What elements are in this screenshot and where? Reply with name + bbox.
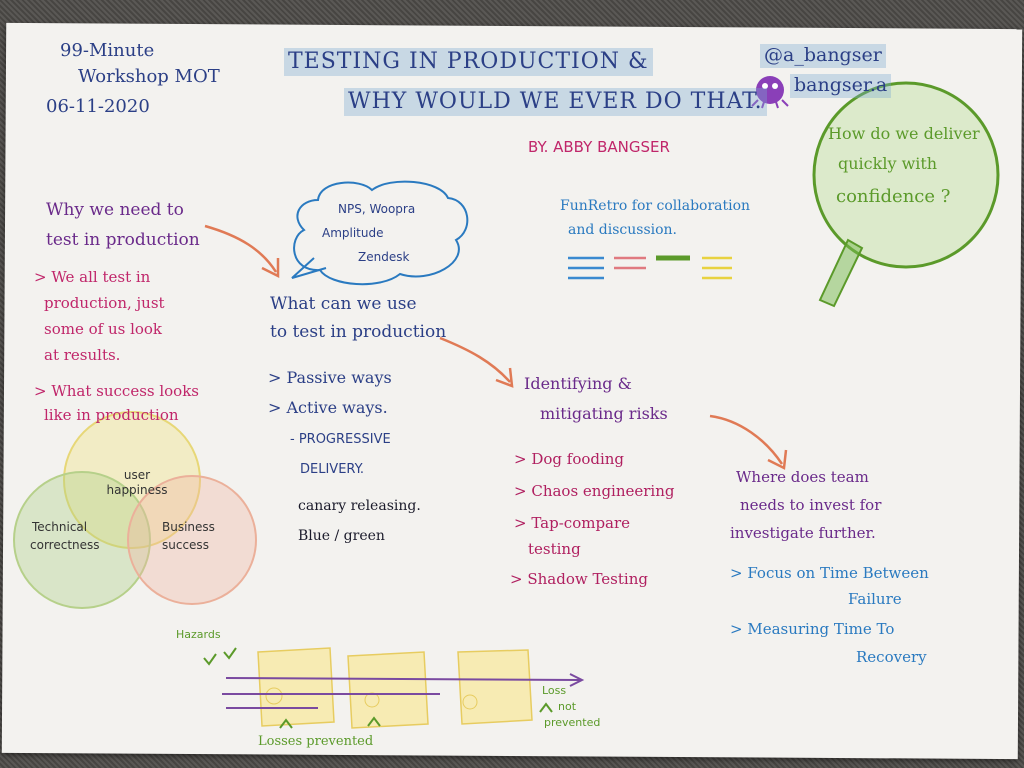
risks-heading-line1: Identifying & <box>524 374 632 394</box>
team-item2-line2: Recovery <box>856 648 927 667</box>
workshop-line1: 99-Minute <box>60 40 154 63</box>
team-heading-line1: Where does team <box>736 468 869 487</box>
funretro-line2: and discussion. <box>568 222 677 240</box>
venn-right-label-line1: Business <box>162 520 215 535</box>
why-bullet1-line1: > We all test in <box>34 268 150 287</box>
tools-item-canary: canary releasing. <box>298 498 421 516</box>
why-bullet1-line2: production, just <box>44 294 165 313</box>
tools-item-active: > Active ways. <box>268 398 388 418</box>
title-line1: TESTING IN PRODUCTION & <box>284 48 653 76</box>
loss-not-prevented-line1: Loss <box>542 684 566 698</box>
workshop-date: 06-11-2020 <box>46 96 150 119</box>
workshop-line2: Workshop MOT <box>78 66 220 89</box>
venn-right-label-line2: success <box>162 538 209 553</box>
team-item1-line2: Failure <box>848 590 902 609</box>
cloud-line3: Zendesk <box>358 250 409 265</box>
byline: BY. ABBY BANGSER <box>528 138 670 157</box>
why-bullet2-line2: like in production <box>44 406 179 425</box>
tools-item-progressive: - PROGRESSIVE <box>290 432 391 448</box>
hazards-label: Hazards <box>176 628 221 642</box>
risks-heading-line2: mitigating risks <box>540 404 668 424</box>
team-heading-line3: investigate further. <box>730 524 876 543</box>
risks-item-chaos: > Chaos engineering <box>514 482 675 501</box>
why-bullet2-line1: > What success looks <box>34 382 199 401</box>
funretro-color-lines <box>568 258 732 278</box>
magnifier-text-line1: How do we deliver <box>828 124 980 144</box>
why-heading-line1: Why we need to <box>46 200 184 221</box>
magnifier-lens <box>814 83 998 267</box>
tools-item-passive: > Passive ways <box>268 368 392 388</box>
arrow-tools-to-risks <box>440 338 510 382</box>
venn-left-label-line2: correctness <box>30 538 100 553</box>
cloud-line1: NPS, Woopra <box>338 202 415 217</box>
tools-heading-line1: What can we use <box>270 294 417 315</box>
other-handle: bangser.a <box>790 74 891 98</box>
risks-item-shadow: > Shadow Testing <box>510 570 648 589</box>
why-bullet1-line3: some of us look <box>44 320 162 339</box>
why-bullet1-line4: at results. <box>44 346 120 365</box>
funretro-line1: FunRetro for collaboration <box>560 198 750 216</box>
team-item2-line1: > Measuring Time To <box>730 620 894 639</box>
risks-item-dogfooding: > Dog fooding <box>514 450 624 469</box>
tools-item-delivery: DELIVERY. <box>300 462 364 478</box>
cloud-line2: Amplitude <box>322 226 384 241</box>
magnifier-text-line2: quickly with <box>838 154 937 174</box>
team-item1-line1: > Focus on Time Between <box>730 564 929 583</box>
magnifier-text-line3: confidence ? <box>836 186 950 209</box>
arrow-risks-to-team <box>710 416 782 464</box>
loss-not-prevented-line2: not <box>558 700 576 714</box>
why-heading-line2: test in production <box>46 230 200 251</box>
venn-top-label: user happiness <box>92 468 182 498</box>
tools-item-bluegreen: Blue / green <box>298 528 385 546</box>
losses-prevented-label: Losses prevented <box>258 734 373 750</box>
title-line2: WHY WOULD WE EVER DO THAT. <box>344 88 767 116</box>
loss-not-prevented-line3: prevented <box>544 716 600 730</box>
tools-heading-line2: to test in production <box>270 322 446 343</box>
team-heading-line2: needs to invest for <box>740 496 881 515</box>
risks-item-testing: testing <box>528 540 581 559</box>
swiss-cheese-slices <box>258 648 532 728</box>
arrow-why-to-tools <box>205 226 276 272</box>
venn-left-label-line1: Technical <box>32 520 87 535</box>
magnifier-handle <box>820 240 862 306</box>
twitter-handle: @a_bangser <box>760 44 886 68</box>
risks-item-tapcompare: > Tap-compare <box>514 514 630 533</box>
